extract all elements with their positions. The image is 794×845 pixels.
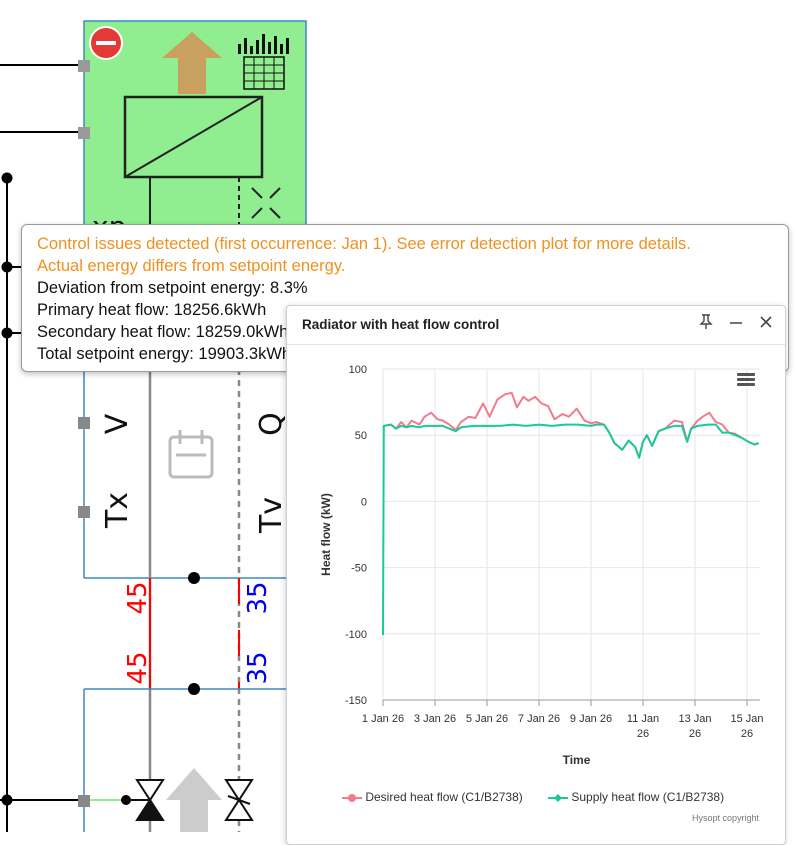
error-badge-minus [96,41,116,45]
x-axis-title: Time [563,753,591,767]
pin-icon[interactable] [697,314,715,334]
tooltip-primary-flow: Primary heat flow: 18256.6kWh [37,301,267,319]
series-line-desired [384,391,760,459]
y-tick-label: 100 [349,364,367,376]
flow-arrow-icon [166,768,222,832]
legend-label-supply: Supply heat flow (C1/B2738) [571,790,725,804]
y-axis-title: Heat flow (kW) [319,493,333,576]
heat-flow-chart: 100 50 0 -50 -100 -150 1 Jan 26 3 Jan 26 5 Jan 2… [319,364,764,767]
y-tick-label: 50 [355,430,367,442]
schedule-chart-icon [238,34,289,90]
heat-demand-arrow-icon [162,32,222,94]
y-tick-label: 0 [361,496,367,508]
junction-dot [188,572,200,584]
port-square[interactable] [78,506,90,518]
chart-legend: Desired heat flow (C1/B2738) Supply heat… [287,790,785,808]
valve-icon[interactable] [126,779,165,821]
heat-exchanger-symbol [123,95,264,179]
supply-temp-upper: 45 [123,581,153,614]
heat-exchanger-diagonal [124,96,263,178]
tv-label: Tv [254,497,289,534]
junction-dot [1,261,13,273]
x-tick-label: 9 Jan 26 [570,713,612,725]
q-label: Q [254,412,289,436]
x-tick-label: 11 Jan [627,713,659,725]
tooltip-warning-line2: Actual energy differs from setpoint ener… [37,257,346,275]
panel-header: Radiator with heat flow control [287,306,785,345]
port-square[interactable] [78,417,90,429]
port-square[interactable] [78,795,90,807]
x-tick-label: 15 Jan [730,713,763,725]
copyright-text: Hysopt copyright [691,813,759,823]
y-tick-label: -50 [351,563,367,575]
minimize-icon[interactable] [727,314,745,334]
calendar-icon [168,430,214,479]
close-icon[interactable] [757,314,775,334]
junction-dot [188,683,200,695]
tooltip-deviation: Deviation from setpoint energy: 8.3% [37,279,308,297]
series-line-supply [382,423,760,636]
legend-swatch-desired [342,793,362,802]
chart-panel[interactable]: 100 50 0 -50 -100 -150 1 Jan 26 3 Jan 26 5 Jan 2… [286,305,786,845]
x-tick-label: 7 Jan 26 [518,713,560,725]
return-temp-lower: 35 [243,651,273,684]
x-tick-label: 1 Jan 26 [362,713,404,725]
port-square[interactable] [78,127,90,139]
port-square[interactable] [78,60,90,72]
y-tick-label: -150 [345,695,367,707]
junction-dot [1,172,13,184]
supply-temp-lower: 45 [123,651,153,684]
x-tick-label: 5 Jan 26 [466,713,508,725]
x-tick-label: 13 Jan [678,713,711,725]
balancing-valve-icon[interactable] [224,779,254,821]
legend-item-supply[interactable]: Supply heat flow (C1/B2738) [548,790,724,804]
tooltip-total-energy: Total setpoint energy: 19903.3kWh [37,345,292,363]
sensor-cross-icon [251,187,281,219]
y-tick-label: -100 [345,629,367,641]
return-temp-upper: 35 [243,581,273,614]
tooltip-warning-line1: Control issues detected (first occurrenc… [37,235,691,253]
x-tick-label-line2: 26 [741,728,753,740]
legend-label-desired: Desired heat flow (C1/B2738) [365,790,523,804]
v-label: V [100,413,135,434]
panel-title: Radiator with heat flow control [302,317,500,332]
tooltip-secondary-flow: Secondary heat flow: 18259.0kWh [37,323,289,341]
junction-dot [1,794,13,806]
x-tick-label: 3 Jan 26 [414,713,456,725]
legend-swatch-supply [548,793,568,802]
legend-item-desired[interactable]: Desired heat flow (C1/B2738) [342,790,523,804]
junction-dot [1,327,13,339]
x-tick-label-line2: 26 [689,728,701,740]
x-tick-label-line2: 26 [637,728,649,740]
hamburger-menu-icon[interactable] [737,373,755,387]
tx-label: Tx [100,492,135,529]
